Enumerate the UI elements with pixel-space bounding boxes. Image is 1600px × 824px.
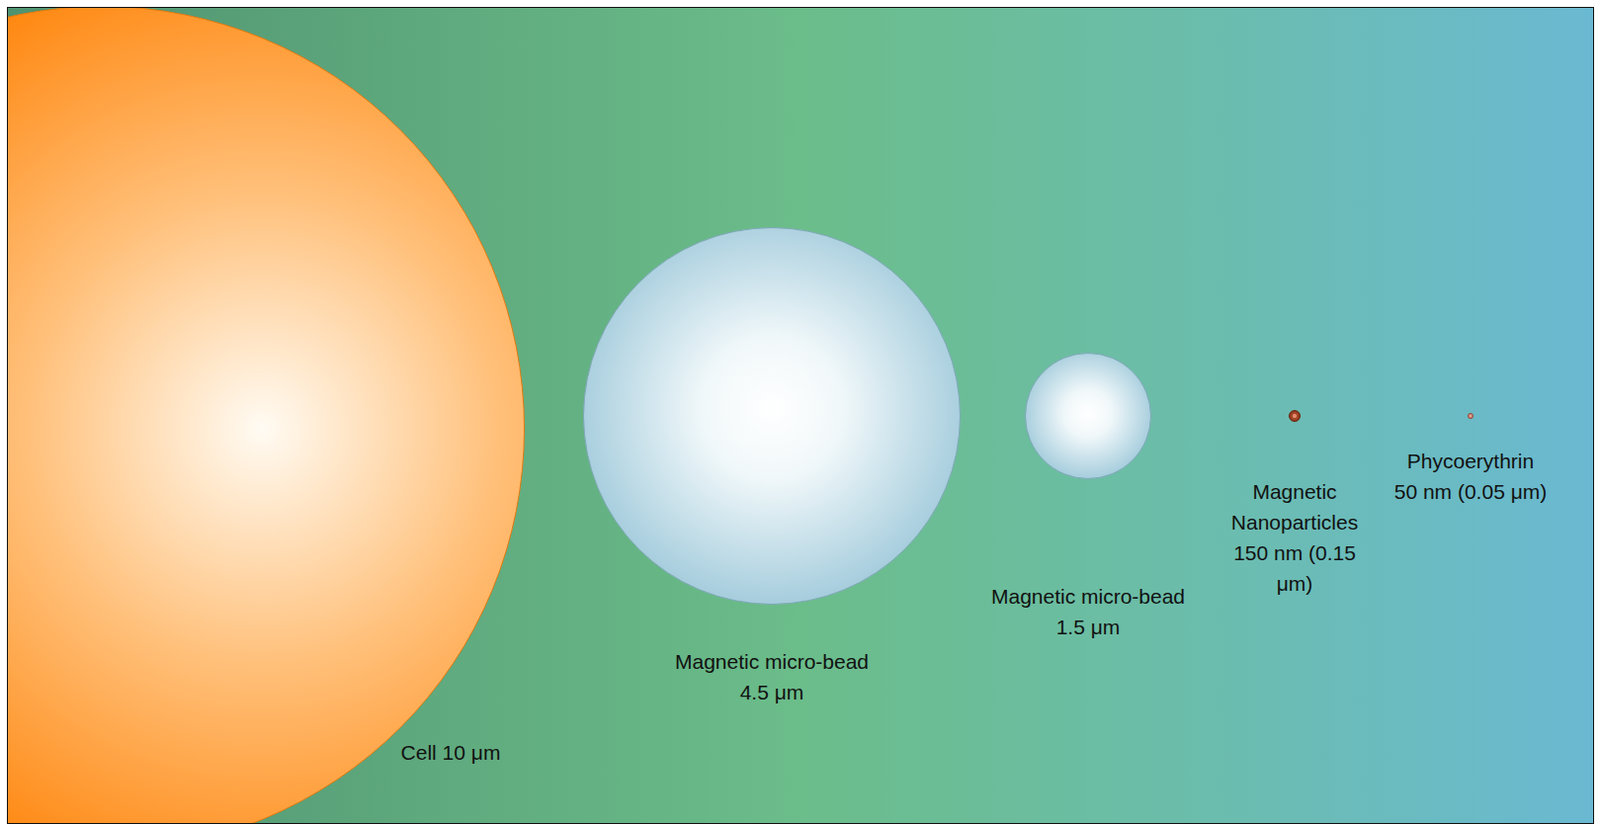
size-label: Phycoerythrin50 nm (0.05 μm) bbox=[1376, 445, 1565, 507]
item-size: 50 nm (0.05 μm) bbox=[1376, 476, 1565, 507]
item-name: Magnetic micro-bead bbox=[653, 646, 891, 677]
item-size: 4.5 μm bbox=[653, 676, 891, 708]
cell-circle bbox=[6, 6, 525, 824]
size-label: Magnetic micro-bead4.5 μm bbox=[653, 646, 891, 708]
micro-bead-circle bbox=[584, 228, 961, 605]
micro-bead-node: Magnetic micro-bead1.5 μm bbox=[1024, 352, 1152, 480]
item-name: Cell 10 μm bbox=[371, 737, 530, 768]
nanoparticle-circle bbox=[1288, 410, 1301, 422]
item-name: Phycoerythrin bbox=[1376, 445, 1565, 477]
micro-bead-circle bbox=[1025, 353, 1152, 480]
size-label: Cell 10 μm bbox=[371, 737, 530, 768]
nanoparticle-node: Magnetic Nanoparticles150 nm (0.15 μm) bbox=[1288, 410, 1301, 422]
item-size: 150 nm (0.15 μm) bbox=[1220, 537, 1369, 599]
cell-circle bbox=[6, 6, 525, 824]
nanoparticle-core bbox=[1291, 413, 1297, 419]
item-size: 1.5 μm bbox=[969, 611, 1207, 643]
phycoerythrin-dot bbox=[1467, 413, 1473, 419]
diagram-frame: Cell 10 μmMagnetic micro-bead4.5 μmMagne… bbox=[6, 6, 1595, 824]
item-name: Magnetic micro-bead bbox=[969, 581, 1207, 612]
micro-bead-circle bbox=[583, 227, 961, 605]
cell-node: Cell 10 μm bbox=[6, 6, 525, 824]
item-name: Magnetic Nanoparticles bbox=[1220, 476, 1369, 538]
size-label: Magnetic Nanoparticles150 nm (0.15 μm) bbox=[1220, 476, 1369, 599]
phycoerythrin-node: Phycoerythrin50 nm (0.05 μm) bbox=[1467, 413, 1474, 420]
micro-bead-node: Magnetic micro-bead4.5 μm bbox=[583, 227, 961, 605]
micro-bead-circle bbox=[1024, 352, 1152, 480]
nanoparticle-circle bbox=[1289, 411, 1301, 422]
size-label: Magnetic micro-bead1.5 μm bbox=[969, 581, 1207, 643]
phycoerythrin-dot bbox=[1467, 413, 1474, 420]
